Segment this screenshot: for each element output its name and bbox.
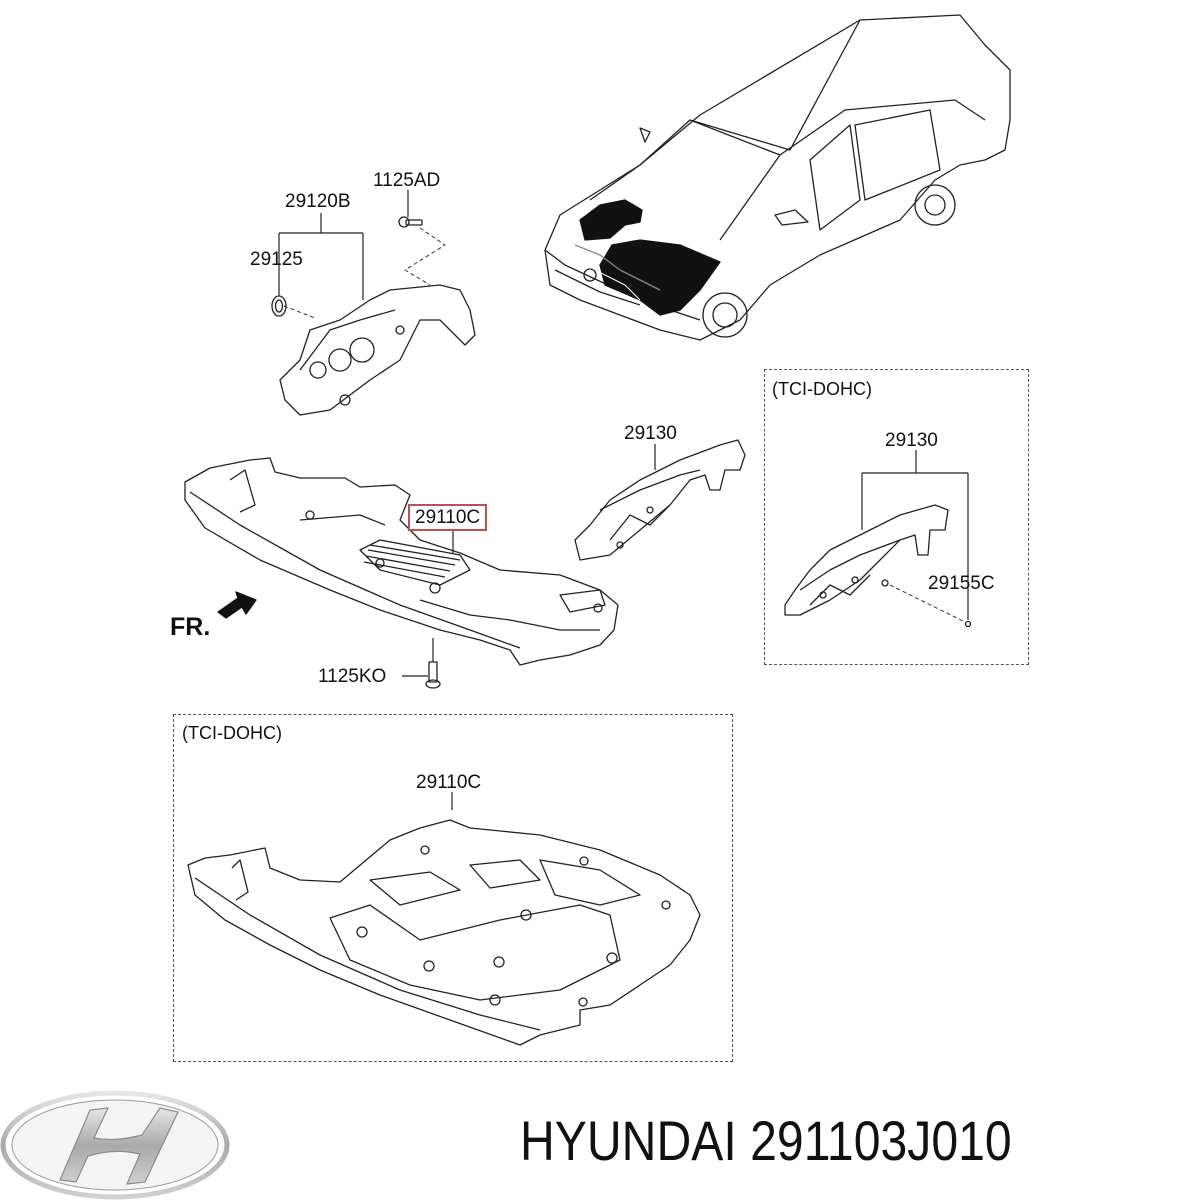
part-title: HYUNDAI 291103J010 [520,1108,1012,1173]
bolt-1125KO-drawing [425,661,441,689]
part-29130-drawing [574,439,746,561]
callout-29125[interactable]: 29125 [250,249,303,270]
callout-29130-tci[interactable]: 29130 [885,430,938,451]
variant-caption-bracket: (TCI-DOHC) [772,379,872,399]
variant-caption-undercover: (TCI-DOHC) [182,723,282,743]
callout-29110C-tci[interactable]: 29110C [416,772,482,793]
brand-name: HYUNDAI [520,1109,737,1172]
hyundai-logo-icon [0,1090,230,1200]
callout-29110C-highlighted[interactable]: 29110C [407,504,488,531]
callout-1125KO[interactable]: 1125KO [318,666,387,687]
front-marker-label: FR. [170,613,211,641]
part-29110C-drawing [184,457,619,666]
callout-29120B[interactable]: 29120B [285,191,351,212]
part-29130-tci-drawing [784,504,949,616]
front-direction-arrow [217,591,257,619]
vehicle-illustration [544,14,1011,341]
part-number: 291103J010 [750,1109,1012,1172]
part-29120B-drawing [271,216,476,416]
callout-29130[interactable]: 29130 [624,423,677,444]
callout-1125AD[interactable]: 1125AD [373,170,441,191]
variant-box-tci-dohc-undercover [173,714,733,1062]
callout-29155C[interactable]: 29155C [928,573,995,594]
part-29110C-tci-drawing [187,819,701,1046]
variant-box-tci-dohc-bracket [764,369,1029,665]
